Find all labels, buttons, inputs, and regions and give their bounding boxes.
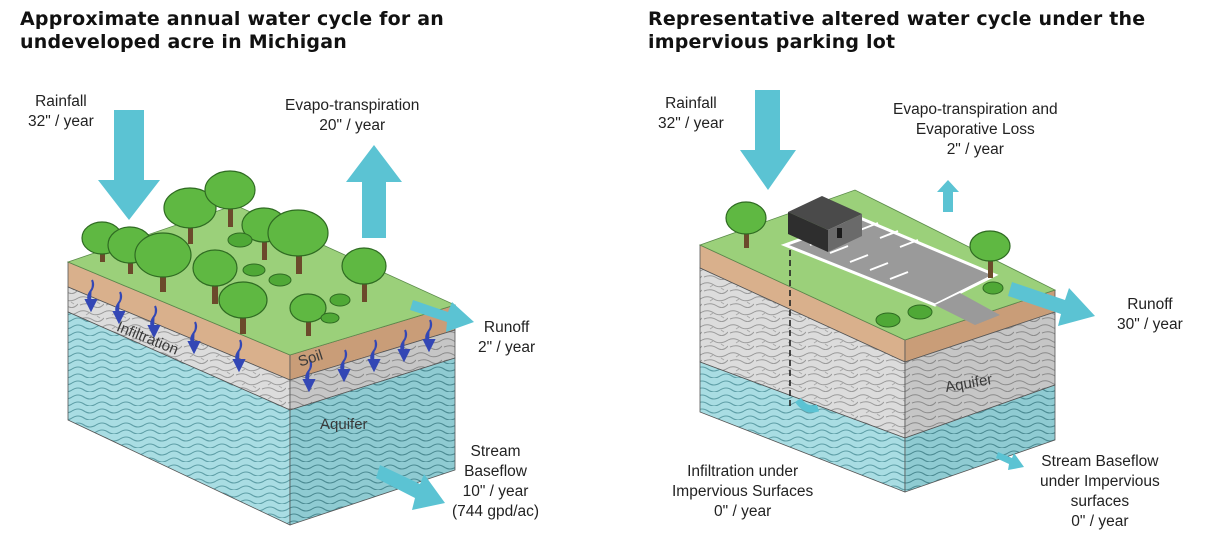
right-runoff-label-name: Runoff (1127, 296, 1173, 313)
building-front (788, 212, 828, 252)
tree-icon (134, 232, 192, 292)
right-runoff-label: Runoff 30" / year (1117, 295, 1183, 335)
left-aquifer-label: Aquifer (320, 416, 368, 433)
right-title-line-1: Representative altered water cycle under… (648, 8, 1146, 30)
parking-lot (780, 196, 1000, 325)
left-baseflow-line-1: Stream (470, 443, 521, 460)
left-baseflow-line-4: (744 gpd/ac) (452, 503, 540, 520)
left-title-line-1: Approximate annual water cycle for an (20, 8, 444, 30)
right-evapotranspiration-line-3: 2" / year (946, 141, 1004, 158)
tree-icon (289, 293, 327, 336)
left-evapotranspiration-label-value: 20" / year (319, 117, 386, 134)
right-aquifer-right (904, 384, 1056, 493)
right-baseflow-arrow (996, 452, 1024, 470)
shrub-icon (268, 273, 292, 287)
right-infiltration-arrow (795, 397, 820, 413)
right-baseflow-line-1: Stream Baseflow (1041, 453, 1159, 470)
left-runoff-label-name: Runoff (483, 319, 530, 336)
shrub-icon (227, 232, 253, 248)
left-panel-title: Approximate annual water cycle for an un… (20, 8, 444, 54)
building-side (828, 214, 862, 252)
left-runoff-label: Runoff 2" / year (478, 318, 535, 358)
shrub-icon (982, 281, 1004, 295)
building-door (837, 228, 842, 238)
left-infiltration-arrows (84, 279, 436, 393)
left-evapotranspiration-label-name: Evapo-transpiration (285, 97, 420, 114)
tree-icon (267, 209, 329, 274)
shrub-icon (320, 312, 340, 324)
right-infiltration-line-1: Infiltration under (687, 463, 799, 480)
left-rainfall-label-name: Rainfall (35, 93, 87, 110)
right-rainfall-label-name: Rainfall (665, 95, 717, 112)
right-infiltration-line-2: Impervious Surfaces (672, 483, 814, 500)
left-evapotranspiration-arrow (346, 145, 402, 238)
left-baseflow-line-2: Baseflow (464, 463, 527, 480)
shrub-icon (242, 263, 266, 277)
right-evapotranspiration-line-1: Evapo-transpiration and (893, 101, 1058, 118)
tree-icon (204, 170, 256, 227)
left-rainfall-label-value: 32" / year (28, 113, 94, 130)
building-roof (788, 196, 862, 230)
parking-lot-driveway (935, 293, 1000, 325)
right-infiltration-label: Infiltration under Impervious Surfaces 0… (672, 462, 813, 522)
right-baseflow-line-3: surfaces (1070, 493, 1130, 510)
right-infiltration-line-3: 0" / year (714, 503, 772, 520)
left-title-line-2: undeveloped acre in Michigan (20, 31, 347, 53)
left-rainfall-label: Rainfall 32" / year (28, 92, 94, 132)
right-runoff-arrow (1008, 282, 1095, 326)
left-baseflow-arrow (376, 465, 445, 510)
shrub-icon (907, 304, 933, 320)
tree-icon (341, 247, 387, 302)
right-runoff-label-value: 30" / year (1117, 316, 1183, 333)
right-rainfall-label-value: 32" / year (658, 115, 724, 132)
left-runoff-arrow (410, 300, 474, 332)
shrub-icon (875, 312, 901, 328)
right-panel-title: Representative altered water cycle under… (648, 8, 1145, 54)
tree-icon (725, 201, 767, 248)
right-evapotranspiration-line-2: Evaporative Loss (915, 121, 1035, 138)
tree-icon (218, 281, 268, 334)
left-runoff-label-value: 2" / year (478, 339, 536, 356)
shrub-icon (329, 293, 351, 307)
tree-icon (163, 187, 217, 244)
left-stream-baseflow-label: Stream Baseflow 10" / year (744 gpd/ac) (452, 442, 539, 522)
left-baseflow-line-3: 10" / year (462, 483, 529, 500)
tree-icon (969, 230, 1011, 278)
right-evapotranspiration-label: Evapo-transpiration and Evaporative Loss… (893, 100, 1058, 160)
right-baseflow-line-2: under Impervious (1040, 473, 1160, 490)
right-stream-baseflow-label: Stream Baseflow under Impervious surface… (1040, 452, 1160, 532)
left-trees (81, 170, 387, 336)
left-evapotranspiration-label: Evapo-transpiration 20" / year (285, 96, 419, 136)
right-evapotranspiration-arrow (937, 180, 959, 212)
right-rainfall-label: Rainfall 32" / year (658, 94, 724, 134)
right-rainfall-arrow (740, 90, 796, 190)
right-baseflow-line-4: 0" / year (1071, 513, 1129, 530)
right-title-line-2: impervious parking lot (648, 31, 896, 53)
tree-icon (192, 249, 238, 304)
left-rainfall-arrow (98, 110, 160, 220)
